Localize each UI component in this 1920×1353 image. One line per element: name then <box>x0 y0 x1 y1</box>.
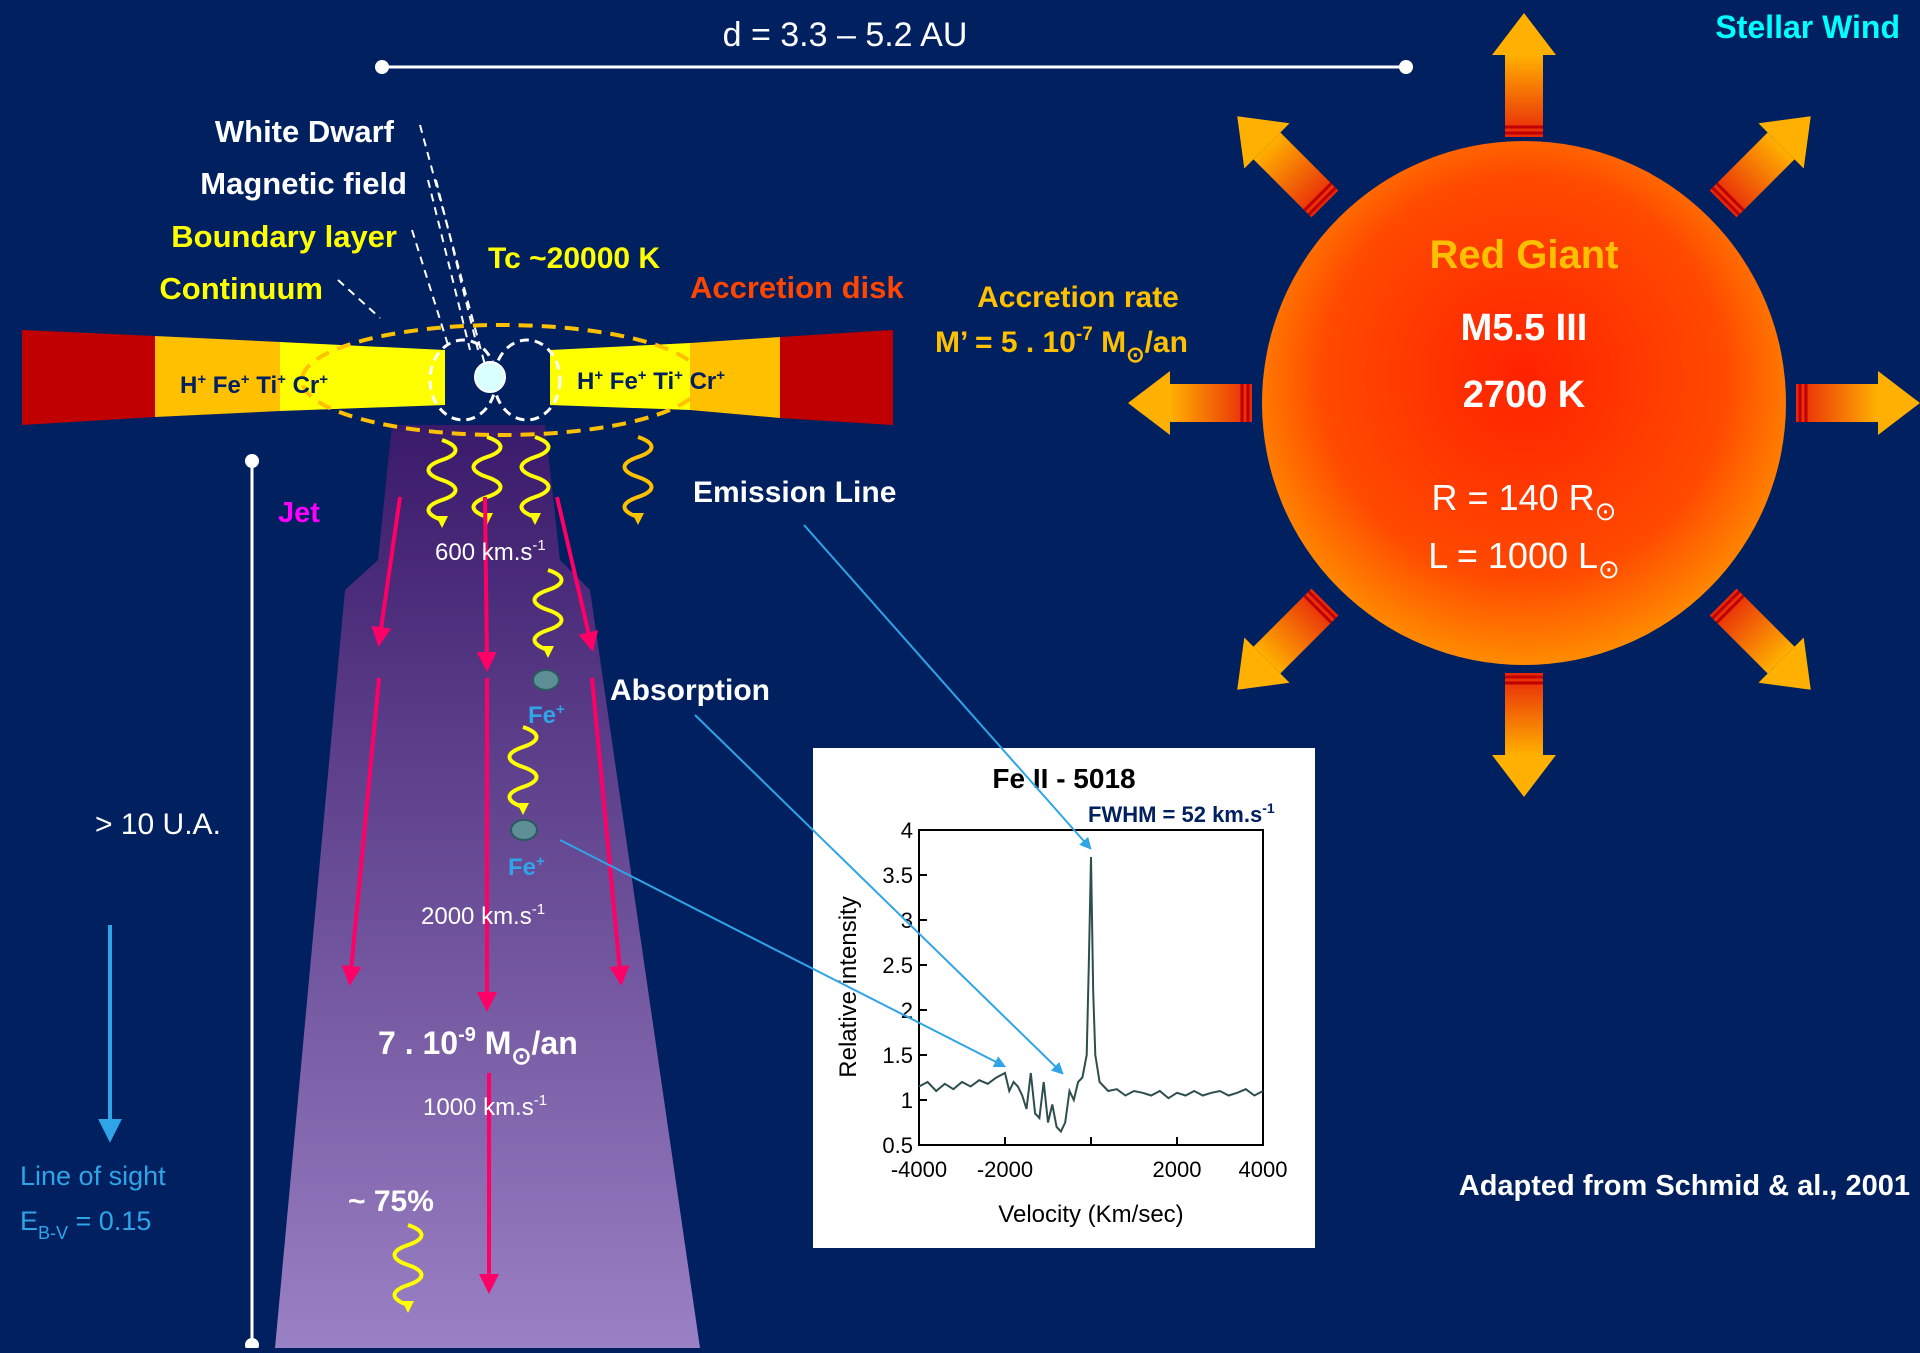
spectrum-line <box>918 856 1264 1134</box>
fe-absorber <box>510 819 538 841</box>
credit-label: Adapted from Schmid & al., 2001 <box>1459 1170 1910 1202</box>
y-tick-label: 4 <box>901 818 913 843</box>
emission-line-label: Emission Line <box>693 476 896 509</box>
wind-arrow <box>1213 577 1350 714</box>
x-tick-label: 2000 <box>1153 1157 1202 1182</box>
x-tick-label: -2000 <box>977 1157 1033 1182</box>
magnetic-field-label: Magnetic field <box>200 166 407 201</box>
fe-absorber <box>532 669 560 691</box>
spectrum-inset: Fe II - 5018 FWHM = 52 km.s-1 43.532.521… <box>813 748 1315 1248</box>
jet-label: Jet <box>278 497 320 529</box>
x-tick-label: -4000 <box>891 1157 947 1182</box>
speed-600: 600 km.s-1 <box>435 537 546 566</box>
magnetic-lobe-right <box>492 338 562 422</box>
pointer-lines <box>559 524 1092 1075</box>
jet-flow-arrows <box>341 496 630 1294</box>
boundary-layer-label: Boundary layer <box>171 219 397 254</box>
extinction-label: EB-V = 0.15 <box>20 1206 151 1243</box>
y-tick-label: 1.5 <box>882 1043 913 1068</box>
continuum-label: Continuum <box>159 271 323 306</box>
white-dwarf <box>474 361 506 393</box>
emission-wave <box>622 435 654 527</box>
red-giant-type: M5.5 III <box>1461 307 1588 349</box>
label-pointers <box>337 124 486 366</box>
red-giant-temp: 2700 K <box>1463 374 1586 416</box>
wind-arrow <box>1213 92 1350 229</box>
escape-fraction-label: ~ 75% <box>348 1185 434 1218</box>
red-giant <box>1126 11 1920 799</box>
line-of-sight-label: Line of sight <box>20 1161 166 1191</box>
y-tick-label: 0.5 <box>882 1133 913 1158</box>
wind-arrow <box>1126 369 1254 437</box>
wind-arrow <box>1698 577 1835 714</box>
spectrum-xlabel: Velocity (Km/sec) <box>998 1201 1183 1228</box>
red-giant-radius: R = 140 R⊙ <box>1432 477 1617 526</box>
jet-length-scale <box>245 454 259 1352</box>
x-tick-label: 4000 <box>1239 1157 1288 1182</box>
wind-arrow <box>1794 369 1920 437</box>
y-tick-label: 2 <box>901 998 913 1023</box>
y-tick-label: 1 <box>901 1088 913 1113</box>
speed-2000: 2000 km.s-1 <box>421 901 545 930</box>
spectrum-title: Fe II - 5018 <box>992 763 1135 794</box>
red-giant-disc <box>1262 141 1786 665</box>
red-giant-name: Red Giant <box>1430 233 1619 277</box>
y-tick-label: 2.5 <box>882 953 913 978</box>
accretion-disk <box>22 323 893 437</box>
y-axis-ticks: 43.532.521.510.5 <box>882 818 927 1158</box>
fe-ion-label: Fe+ <box>528 701 565 729</box>
fe-ion-label: Fe+ <box>508 853 545 881</box>
accretion-disk-label: Accretion disk <box>690 270 904 305</box>
distance-scale: d = 3.3 – 5.2 AU <box>375 16 1413 74</box>
white-dwarf-label: White Dwarf <box>215 114 395 149</box>
absorption-label: Absorption <box>610 674 770 707</box>
y-tick-label: 3.5 <box>882 863 913 888</box>
jet-length-label: > 10 U.A. <box>95 808 221 841</box>
wind-arrow <box>1490 671 1558 799</box>
ion-labels-right: H+ Fe+ Ti+ Cr+ <box>577 359 725 395</box>
speed-1000: 1000 km.s-1 <box>423 1092 547 1121</box>
spectrum-fwhm: FWHM = 52 km.s-1 <box>1088 800 1275 827</box>
wind-arrow <box>1490 11 1558 139</box>
red-giant-luminosity: L = 1000 L⊙ <box>1428 535 1620 584</box>
accretion-rate-title: Accretion rate <box>977 281 1179 314</box>
accretion-rate-value: M’ = 5 . 10-7 M⊙/an <box>935 324 1188 367</box>
distance-label: d = 3.3 – 5.2 AU <box>723 16 968 54</box>
x-axis-ticks: -4000 -2000 2000 4000 <box>891 1137 1288 1182</box>
stellar-wind-label: Stellar Wind <box>1715 9 1900 45</box>
jet-mass-rate: 7 . 10-9 M⊙/an <box>378 1024 578 1070</box>
ion-labels-left: H+ Fe+ Ti+ Cr+ <box>180 363 328 399</box>
tc-label: Tc ~20000 K <box>488 242 660 275</box>
wind-arrow <box>1698 92 1835 229</box>
